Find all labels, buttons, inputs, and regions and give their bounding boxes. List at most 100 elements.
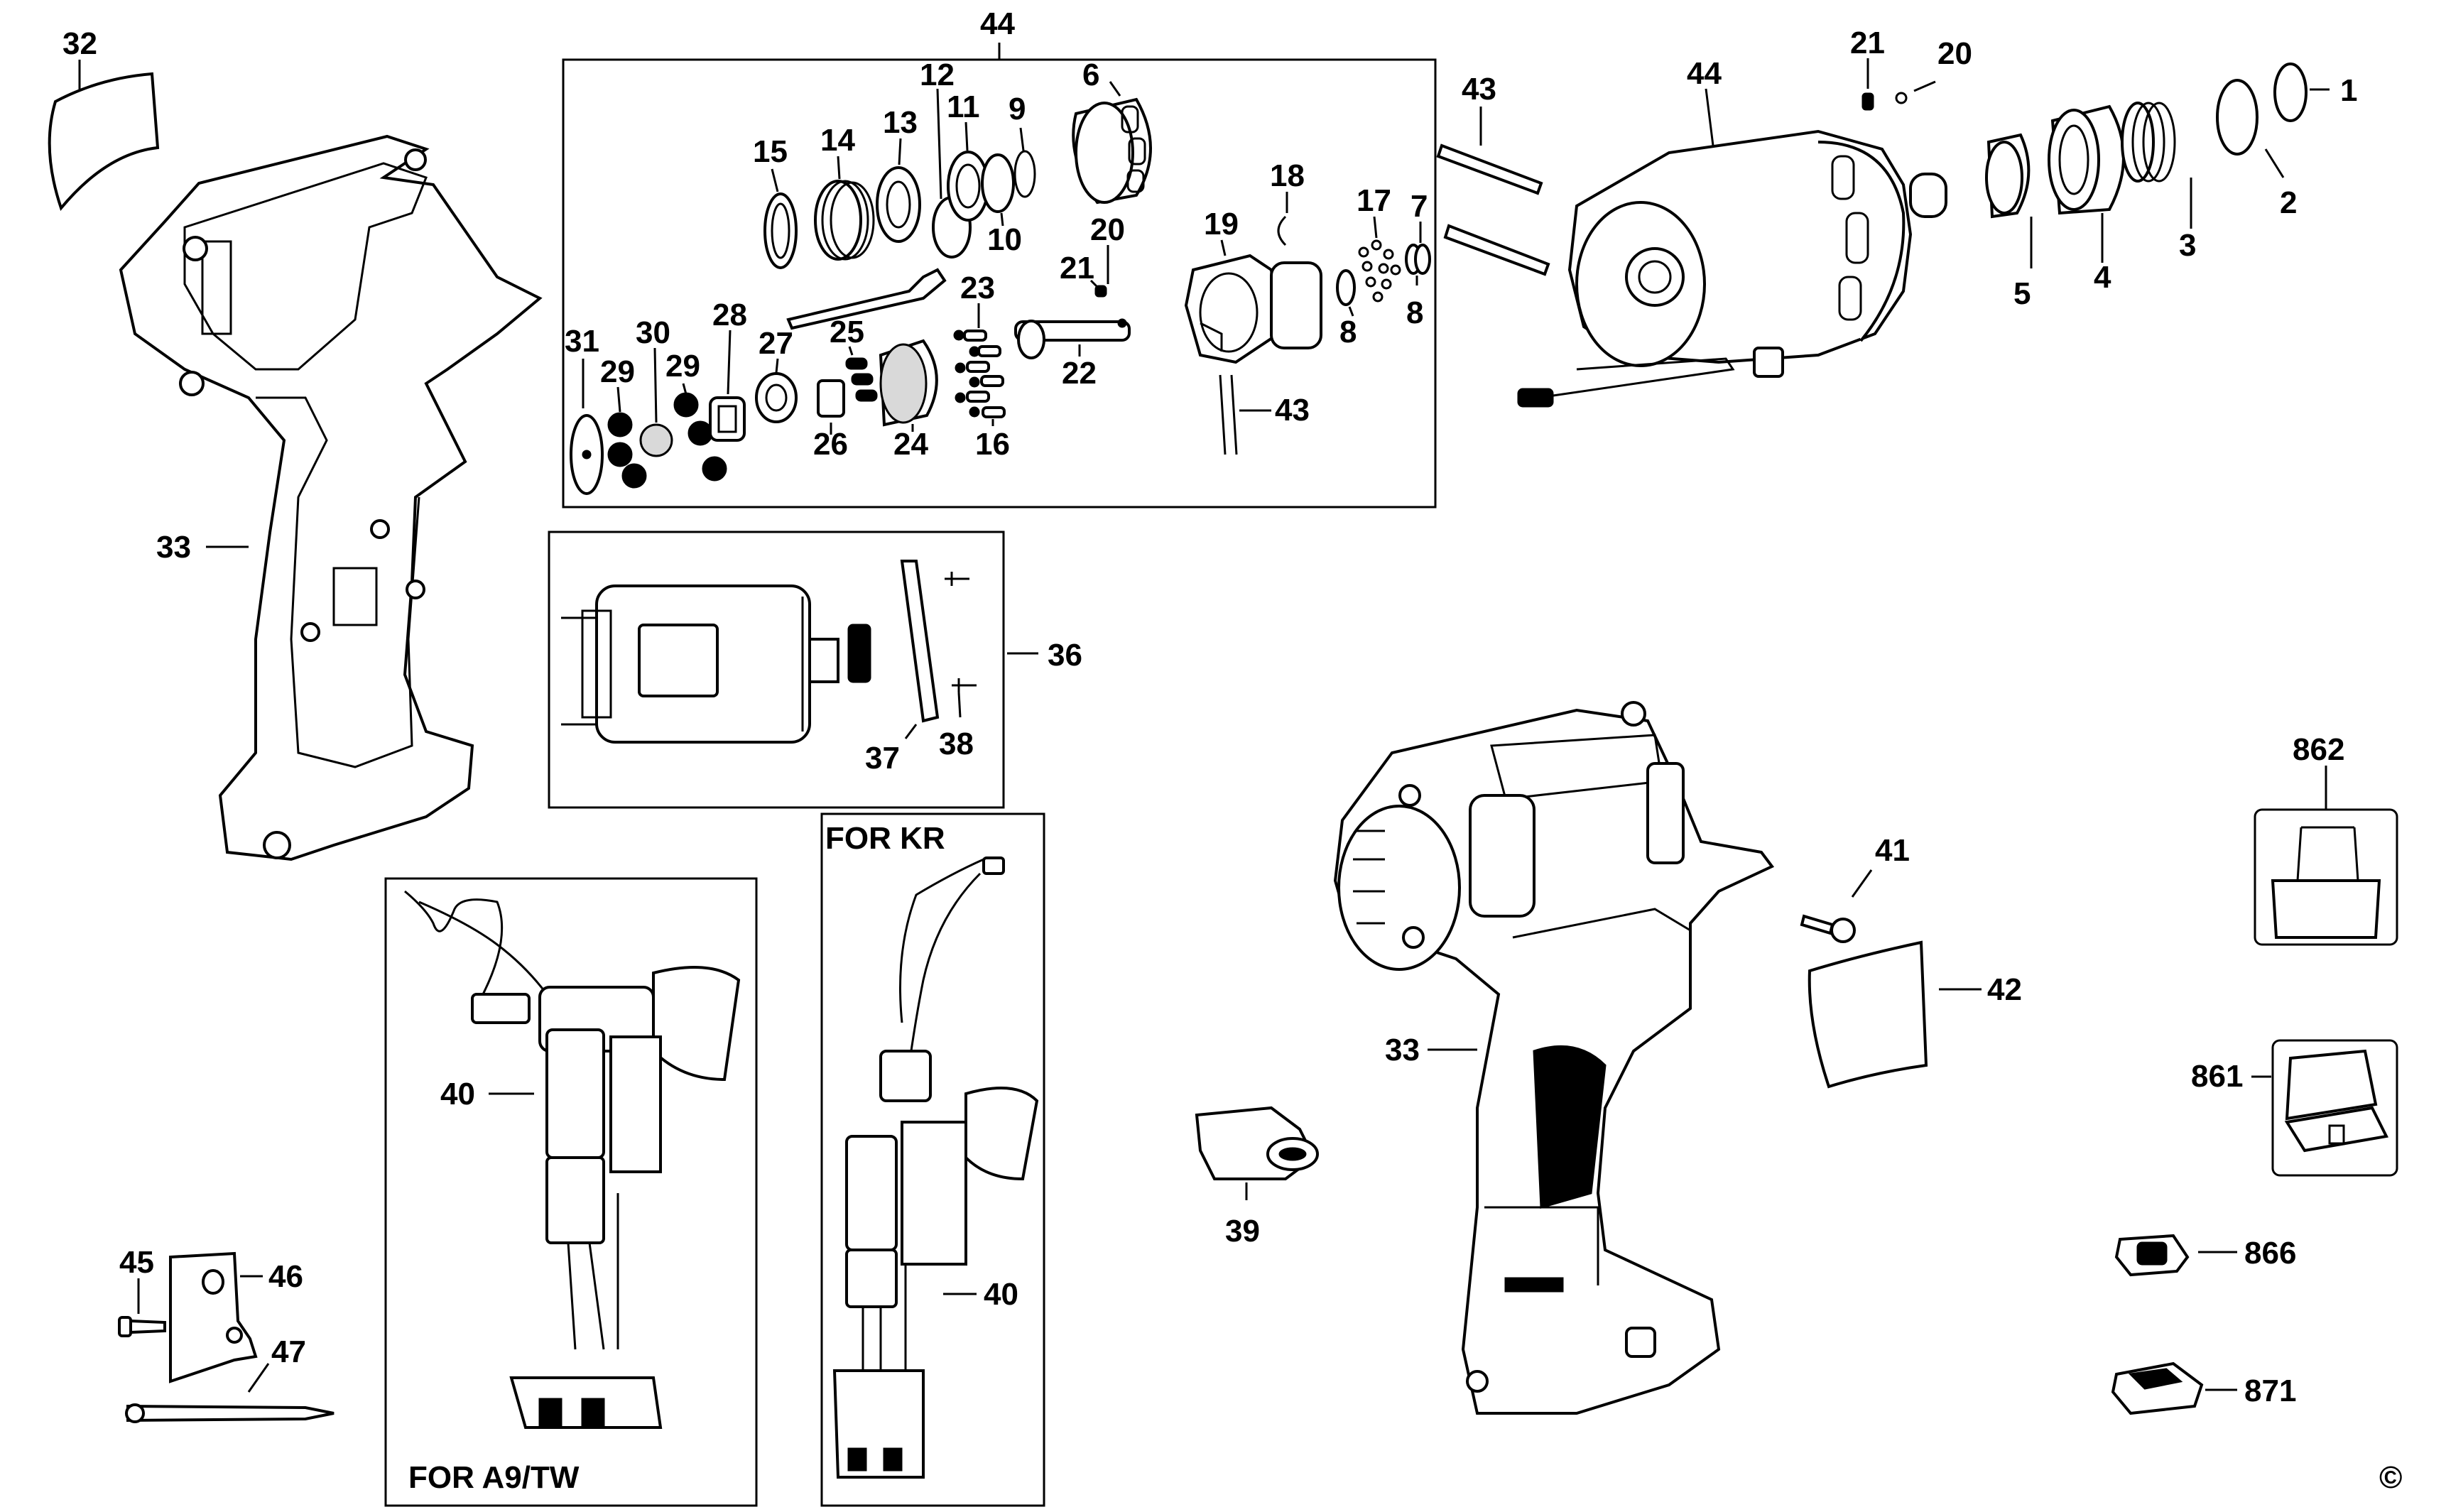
label-30: 30 <box>636 315 670 350</box>
case-861 <box>2271 1039 2398 1177</box>
label-4: 4 <box>2094 260 2111 295</box>
label-23: 23 <box>960 271 995 305</box>
pins-23-16 <box>953 330 1006 418</box>
label-28: 28 <box>712 298 747 332</box>
washer-8-right <box>1414 244 1431 275</box>
label-46: 46 <box>268 1259 303 1294</box>
label-13: 13 <box>883 105 918 140</box>
label-866: 866 <box>2244 1236 2296 1271</box>
label-5: 5 <box>2013 276 2031 311</box>
label-2: 2 <box>2280 185 2297 220</box>
label-10: 10 <box>987 222 1022 257</box>
label-45: 45 <box>119 1245 154 1280</box>
pins-43-in-box <box>1219 374 1238 455</box>
label-16: 16 <box>975 427 1010 462</box>
housing-assembled <box>1333 701 1775 1415</box>
label-3: 3 <box>2179 228 2196 263</box>
label-44-assembly: 44 <box>1687 56 1722 91</box>
collar-6 <box>1072 97 1152 205</box>
sleeve-4 <box>2048 104 2125 215</box>
rods-43 <box>1436 143 1550 276</box>
label-1: 1 <box>2340 73 2357 108</box>
label-31: 31 <box>565 324 599 359</box>
label-42: 42 <box>1987 972 2022 1007</box>
clip-18 <box>1277 215 1287 246</box>
label-8-left: 8 <box>1339 315 1357 349</box>
screw-41 <box>1800 914 1856 943</box>
ball-20 <box>1895 92 1908 104</box>
balls-17 <box>1358 239 1401 303</box>
charger-871 <box>2111 1361 2204 1415</box>
plate-10 <box>981 153 1015 213</box>
gear-case-19 <box>1184 254 1322 364</box>
label-6: 6 <box>1082 58 1099 92</box>
washer-8-left <box>1336 269 1356 306</box>
rings-3 <box>2121 102 2176 183</box>
spindle-22 <box>1014 318 1131 359</box>
label-47: 47 <box>271 1334 306 1369</box>
ring-gear-24 <box>879 339 938 427</box>
label-21-top: 21 <box>1850 26 1885 60</box>
pin-21-in-box <box>1094 285 1107 298</box>
label-9: 9 <box>1009 92 1026 126</box>
label-21-box: 21 <box>1060 251 1094 285</box>
planet-gears-29-30 <box>607 392 727 489</box>
gearbox-assembly-44 <box>1517 129 1947 408</box>
label-sheet-42 <box>1808 940 1928 1089</box>
label-18: 18 <box>1270 158 1305 193</box>
motor-36 <box>561 584 871 744</box>
label-40-a9: 40 <box>440 1077 475 1111</box>
label-33-left: 33 <box>156 530 191 565</box>
label-861: 861 <box>2191 1059 2243 1094</box>
label-sheet-32 <box>48 72 160 212</box>
switch-a9-tw-40 <box>404 890 741 1429</box>
motor-plate-37 <box>900 560 940 723</box>
bit-47 <box>125 1403 335 1423</box>
washer-15 <box>763 192 798 269</box>
bag-862 <box>2254 808 2398 946</box>
label-17: 17 <box>1357 183 1391 218</box>
motor-group-box <box>548 531 1005 809</box>
label-7: 7 <box>1410 189 1428 224</box>
label-44-top: 44 <box>980 6 1015 41</box>
copyright-mark: © <box>2379 1460 2402 1495</box>
gear-26 <box>817 379 845 418</box>
label-43-top: 43 <box>1462 72 1496 107</box>
label-8-right: 8 <box>1406 295 1423 330</box>
housing-half-left <box>119 134 543 861</box>
label-32: 32 <box>62 26 97 61</box>
label-14: 14 <box>820 123 855 158</box>
label-26: 26 <box>813 427 848 462</box>
label-29-left: 29 <box>600 354 635 389</box>
label-24: 24 <box>893 427 928 462</box>
caption-for-a9-tw: FOR A9/TW <box>408 1460 580 1495</box>
label-25: 25 <box>830 315 864 349</box>
gear-27 <box>755 372 798 423</box>
switch-kr-40 <box>832 856 1039 1479</box>
spring-14 <box>814 180 875 261</box>
pin-21 <box>1861 92 1874 111</box>
sleeve-5 <box>1985 133 2031 219</box>
label-12: 12 <box>920 58 955 92</box>
label-33-right: 33 <box>1385 1033 1420 1067</box>
connector-39 <box>1195 1106 1319 1180</box>
caption-for-kr: FOR KR <box>825 821 945 856</box>
label-862: 862 <box>2293 732 2344 767</box>
label-19: 19 <box>1204 207 1239 241</box>
belt-clip-46 <box>169 1251 258 1383</box>
label-39: 39 <box>1225 1214 1260 1249</box>
nut-13 <box>876 166 921 243</box>
label-20-top: 20 <box>1937 36 1972 71</box>
switch-a9-tw-box <box>384 877 758 1507</box>
label-11: 11 <box>947 89 980 124</box>
switch-kr-box <box>820 812 1045 1507</box>
label-36: 36 <box>1048 638 1082 673</box>
ring-1 <box>2273 62 2308 122</box>
label-27: 27 <box>759 326 793 361</box>
label-22: 22 <box>1062 356 1097 391</box>
label-40-kr: 40 <box>984 1277 1018 1312</box>
screw-45 <box>118 1316 166 1337</box>
carrier-28 <box>709 396 746 442</box>
clip-9 <box>1013 150 1036 198</box>
